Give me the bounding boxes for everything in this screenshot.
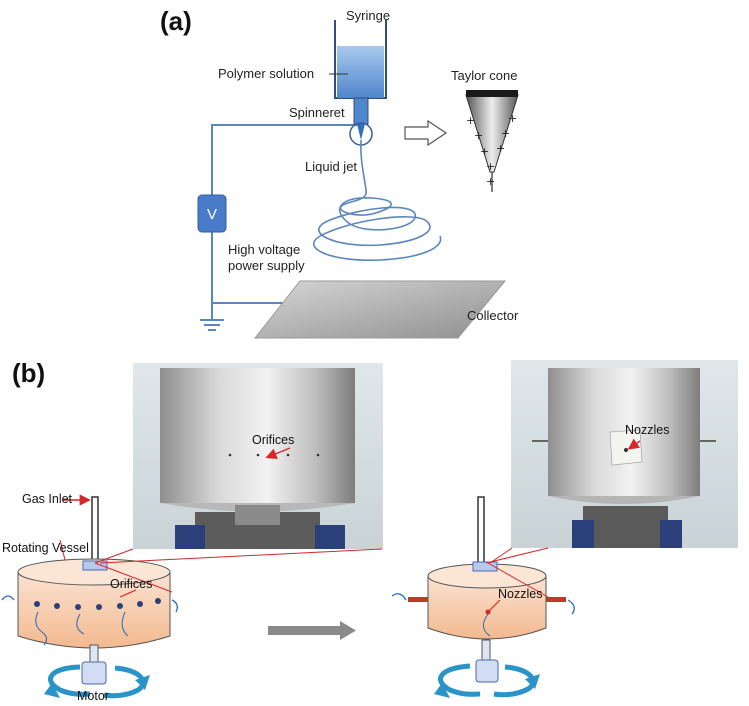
polymer-solution-label: Polymer solution	[218, 66, 314, 81]
ground-symbol	[200, 319, 224, 331]
power-supply-label-line1: High voltage	[228, 242, 300, 257]
charge-plus: +	[466, 114, 475, 127]
rotating-vessel-label: Rotating Vessel	[2, 541, 89, 555]
taylor-cone-label: Taylor cone	[451, 68, 517, 83]
liquid-jet-label: Liquid jet	[305, 159, 357, 174]
charge-plus: +	[496, 142, 505, 155]
panel-a-label: (a)	[160, 6, 192, 36]
circuit-wire	[211, 124, 362, 320]
taylor-cone: + + + + + + + +	[465, 90, 519, 192]
panel-b-label: (b)	[12, 358, 45, 388]
orifices-photo	[133, 363, 383, 549]
nozzles-photo-label: Nozzles	[625, 423, 669, 437]
voltage-symbol: V	[207, 206, 217, 223]
charge-plus: +	[480, 145, 489, 158]
nozzles-label: Nozzles	[498, 587, 542, 601]
charge-plus: +	[508, 112, 517, 125]
panel-a: (a) V	[160, 6, 519, 339]
hollow-arrow	[404, 119, 448, 147]
transition-arrow	[268, 621, 356, 640]
gas-inlet-label: Gas Inlet	[22, 492, 73, 506]
charge-plus: +	[501, 127, 510, 140]
panel-b: (b) Orifices	[1, 358, 738, 703]
syringe	[334, 20, 387, 140]
nozzle-vessel-schematic	[391, 496, 575, 698]
spinneret-label: Spinneret	[289, 105, 345, 120]
liquid-jet-spiral	[313, 139, 442, 261]
orifices-photo-label: Orifices	[252, 433, 294, 447]
syringe-label: Syringe	[346, 8, 390, 23]
nozzles-photo	[511, 360, 738, 548]
collector-plate	[253, 280, 507, 339]
rotating-vessel-schematic	[1, 494, 383, 699]
charge-plus: +	[486, 175, 495, 188]
power-supply-label-line2: power supply	[228, 258, 305, 273]
charge-plus: +	[474, 129, 483, 142]
voltage-source-box	[197, 194, 227, 233]
charge-plus: +	[486, 160, 495, 173]
orifices-label: Orifices	[110, 577, 152, 591]
motor-label: Motor	[77, 689, 109, 703]
collector-label: Collector	[467, 308, 519, 323]
